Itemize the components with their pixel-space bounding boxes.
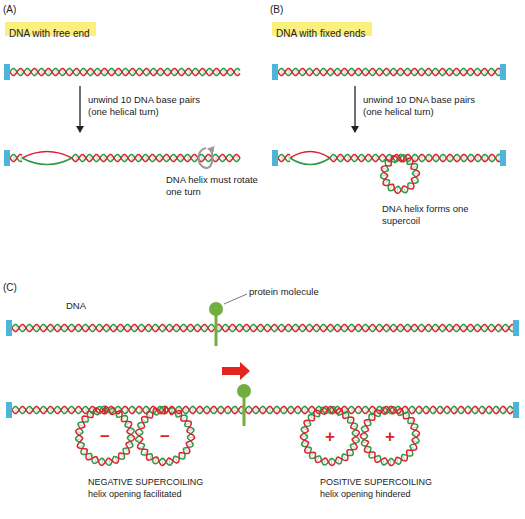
supercoil-sign: + (385, 428, 395, 445)
dna-strand (12, 406, 513, 465)
section-caption: NEGATIVE SUPERCOILING (88, 477, 203, 488)
end-bar (513, 402, 519, 418)
process-arrow (79, 86, 80, 132)
dna-strand (330, 154, 500, 193)
protein-molecule (209, 302, 223, 316)
dna-strand (12, 325, 513, 332)
dna-strand (10, 69, 240, 76)
end-bar (6, 402, 12, 418)
protein-stem (215, 312, 218, 346)
supercoil-sign: − (160, 428, 170, 445)
unwound-strand (22, 158, 72, 165)
end-bar (272, 150, 278, 166)
rotation-arrow (199, 148, 213, 168)
base-pairs (278, 155, 289, 162)
dna-strand (12, 325, 513, 332)
section-note: helix opening facilitated (88, 489, 182, 500)
part-label: DNA (66, 300, 86, 312)
dna-strand (278, 155, 290, 162)
end-bar (6, 320, 12, 336)
section-note: helix opening hindered (320, 489, 411, 500)
end-bar (4, 150, 10, 166)
dna-strand (278, 69, 500, 76)
heading-text: DNA with free end (9, 28, 90, 39)
part-label: protein molecule (249, 286, 319, 298)
dna-strand (278, 69, 500, 76)
end-bar (4, 64, 10, 80)
dna-strand (278, 155, 290, 162)
dna-strand (10, 155, 22, 162)
protein-molecule (237, 384, 251, 398)
result-note: DNA helix must rotate one turn (166, 174, 276, 198)
movement-arrow (222, 362, 250, 380)
end-bar (500, 64, 506, 80)
protein-stem (243, 394, 246, 426)
dna-strand (10, 69, 240, 76)
process-arrow (354, 86, 355, 132)
highlight-label-box: DNA with fixed ends (272, 22, 372, 36)
fixed-end-bars (4, 64, 519, 418)
dna-strand (10, 155, 22, 162)
step-note: unwind 10 DNA base pairs (one helical tu… (88, 94, 216, 118)
base-pairs (12, 325, 513, 332)
dna-strand (12, 406, 513, 465)
highlight-label-box: DNA with free end (5, 22, 96, 36)
dna-strand (72, 155, 240, 162)
supercoil-sign: + (325, 428, 335, 445)
supercoil-sign: − (100, 428, 110, 445)
heading-text: DNA with fixed ends (276, 28, 366, 39)
dna-strand (330, 154, 500, 192)
base-pairs (10, 155, 21, 162)
dna-strand (72, 155, 240, 162)
unwound-strand (22, 152, 72, 159)
unwound-strand (290, 158, 330, 165)
section-caption: POSITIVE SUPERCOILING (320, 477, 432, 488)
unwound-strand (290, 152, 330, 159)
step-note: unwind 10 DNA base pairs (one helical tu… (363, 94, 491, 118)
base-pairs (72, 155, 240, 162)
result-note: DNA helix forms one supercoil (382, 203, 482, 227)
panel-letter: (B) (270, 4, 283, 17)
leader-line (224, 294, 247, 304)
base-pairs (330, 154, 499, 193)
panel-letter: (C) (3, 282, 17, 295)
dna-helices (10, 69, 513, 466)
base-pairs (278, 69, 499, 76)
end-bar (500, 150, 506, 166)
panel-letter: (A) (3, 4, 16, 17)
end-bar (272, 64, 278, 80)
end-bar (513, 320, 519, 336)
